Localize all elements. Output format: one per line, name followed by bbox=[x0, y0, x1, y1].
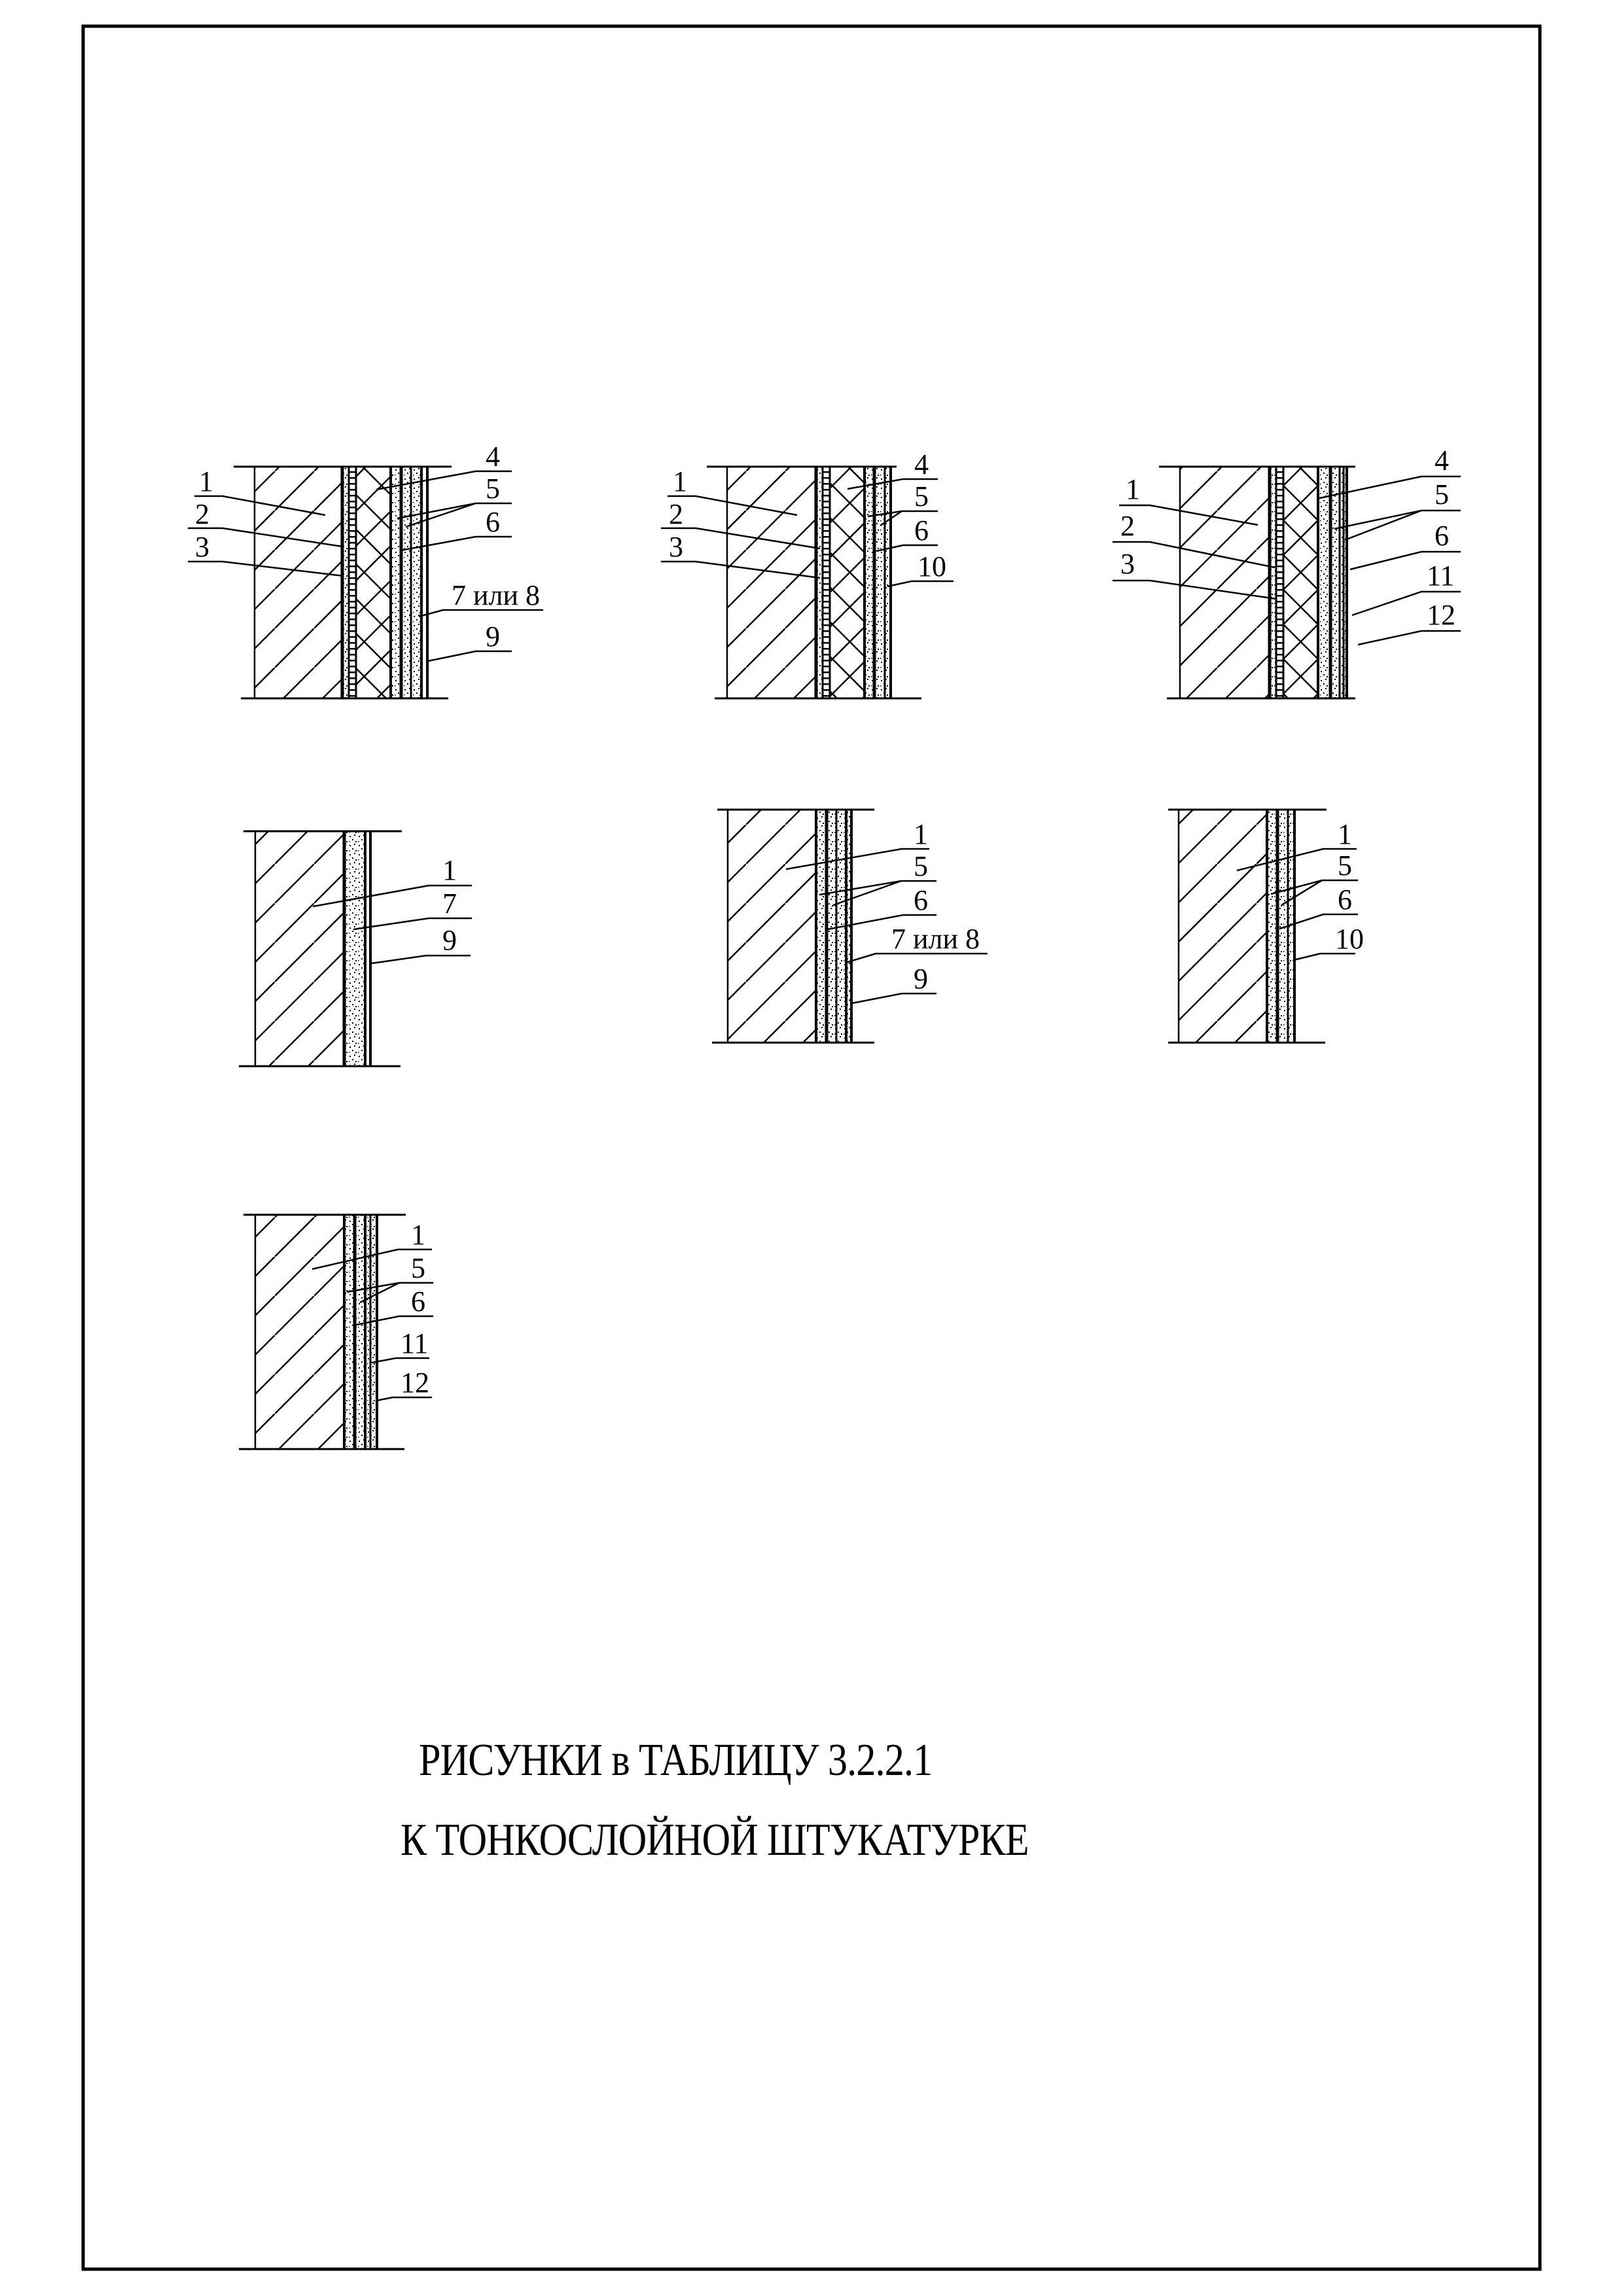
label-6: 6 bbox=[411, 1285, 425, 1318]
label-9: 9 bbox=[486, 620, 500, 653]
label-6: 6 bbox=[486, 506, 500, 538]
plaster-layer bbox=[344, 831, 365, 1066]
figure-1: 1 2 3 4 5 6 7 или 8 9 bbox=[188, 440, 543, 700]
label-7: 7 bbox=[442, 888, 457, 920]
label-11: 11 bbox=[1427, 560, 1454, 592]
mesh-anchor-layer bbox=[349, 467, 356, 698]
label-5: 5 bbox=[411, 1252, 425, 1284]
label-6: 6 bbox=[1338, 884, 1352, 916]
figure-6: 1 5 6 10 bbox=[1168, 808, 1364, 1044]
label-3: 3 bbox=[195, 531, 209, 563]
masonry-wall-hatch bbox=[255, 1215, 344, 1449]
label-4: 4 bbox=[486, 440, 500, 473]
label-5: 5 bbox=[914, 480, 929, 512]
label-5: 5 bbox=[486, 473, 500, 505]
label-12: 12 bbox=[1427, 599, 1455, 631]
insulation-crosshatch bbox=[356, 467, 391, 698]
label-3: 3 bbox=[669, 531, 683, 563]
label-1: 1 bbox=[673, 465, 687, 497]
label-10: 10 bbox=[1335, 923, 1364, 955]
label-2: 2 bbox=[669, 498, 683, 530]
figure-3: 1 2 3 4 5 6 11 12 bbox=[1113, 444, 1461, 700]
label-7-or-8: 7 или 8 bbox=[891, 923, 980, 955]
label-6: 6 bbox=[1435, 520, 1449, 552]
label-6: 6 bbox=[914, 884, 928, 916]
masonry-wall-hatch bbox=[727, 467, 816, 698]
label-5: 5 bbox=[1435, 478, 1449, 511]
label-2: 2 bbox=[1120, 510, 1135, 542]
masonry-wall-hatch bbox=[728, 810, 816, 1043]
figure-4: 1 7 9 bbox=[239, 830, 472, 1067]
masonry-wall-hatch bbox=[1179, 810, 1267, 1043]
label-1: 1 bbox=[442, 854, 457, 886]
label-9: 9 bbox=[914, 963, 928, 995]
label-1: 1 bbox=[1338, 818, 1352, 850]
figure-7: 1 5 6 11 12 bbox=[239, 1213, 433, 1450]
label-1: 1 bbox=[199, 465, 213, 497]
label-12: 12 bbox=[401, 1367, 429, 1399]
label-3: 3 bbox=[1120, 548, 1135, 580]
label-7-or-8: 7 или 8 bbox=[452, 579, 540, 611]
masonry-wall-hatch bbox=[255, 831, 344, 1066]
label-2: 2 bbox=[195, 498, 209, 530]
page-frame bbox=[81, 24, 1542, 2271]
label-11: 11 bbox=[401, 1327, 428, 1359]
label-1: 1 bbox=[914, 818, 928, 850]
masonry-wall-hatch bbox=[255, 467, 342, 698]
label-6: 6 bbox=[914, 514, 929, 547]
label-9: 9 bbox=[442, 924, 457, 956]
figure-5: 1 5 6 7 или 8 9 bbox=[712, 808, 988, 1044]
label-5: 5 bbox=[1338, 850, 1352, 882]
label-10: 10 bbox=[918, 550, 946, 583]
label-5: 5 bbox=[914, 850, 928, 882]
figure-2: 1 2 3 4 5 6 10 bbox=[661, 448, 954, 700]
masonry-wall-hatch bbox=[1180, 467, 1270, 698]
label-4: 4 bbox=[914, 448, 929, 480]
adhesive-layer bbox=[342, 467, 349, 698]
label-1: 1 bbox=[1126, 473, 1140, 505]
label-4: 4 bbox=[1435, 444, 1449, 476]
label-1: 1 bbox=[411, 1219, 425, 1251]
